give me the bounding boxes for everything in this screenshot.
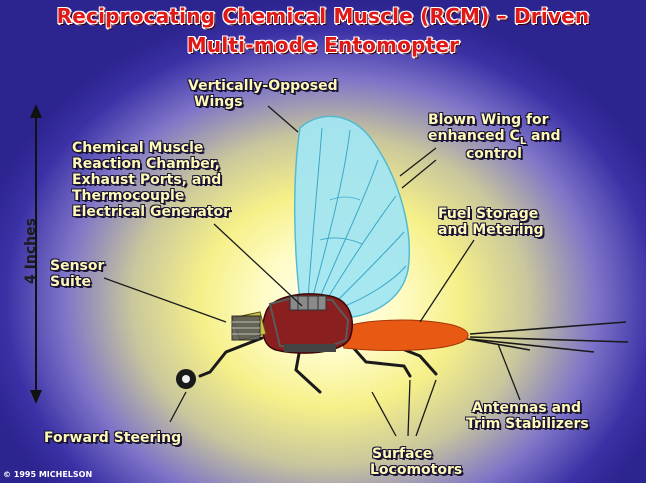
scale-label: 4 Inches [23, 218, 39, 284]
label-blown-wing: Blown Wing for enhanced CL and control [428, 112, 561, 162]
fuel-body [337, 319, 469, 351]
label-sensor-suite: Sensor Suite [50, 258, 105, 290]
wing [294, 115, 410, 319]
copyright-notice: © 1995 MICHELSON [3, 470, 93, 479]
scale-arrow [30, 104, 42, 404]
leader-lines [103, 105, 521, 437]
label-chemical-muscle: Chemical Muscle Reaction Chamber, Exhaus… [72, 140, 230, 220]
label-forward-steering: Forward Steering [44, 430, 182, 446]
label-fuel-storage: Fuel Storage and Metering [438, 206, 544, 238]
reaction-chamber [262, 293, 353, 354]
label-surface-locomotors: Surface Locomotors [370, 446, 463, 478]
steering-wheel [176, 369, 196, 389]
page-title-line1: Reciprocating Chemical Muscle (RCM) – Dr… [56, 4, 590, 28]
sensor-head [231, 311, 267, 341]
label-wings: Vertically-Opposed Wings [188, 78, 338, 110]
page-title-line2: Multi-mode Entomopter [186, 33, 460, 57]
antennas [461, 321, 629, 353]
label-antennas: Antennas and Trim Stabilizers [466, 400, 589, 432]
